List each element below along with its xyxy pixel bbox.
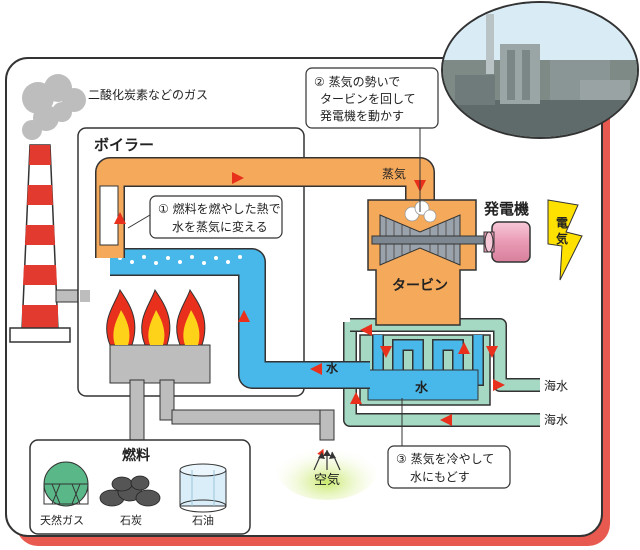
coal-icon — [99, 475, 161, 507]
svg-text:水にもどす: 水にもどす — [410, 470, 470, 484]
fuel-oil-label: 石油 — [192, 513, 214, 527]
burner-flames — [106, 288, 206, 346]
generator — [483, 221, 531, 263]
condenser-water-label: 水 — [415, 380, 429, 396]
gas-tank-icon — [43, 461, 89, 507]
steam-label: 蒸気 — [382, 166, 406, 181]
turbine-housing — [367, 199, 493, 326]
bolt-icon — [547, 199, 583, 281]
turbine-label: タービン — [392, 278, 448, 294]
step1-callout: ① 燃料を燃やした熱で 水を蒸気に変える — [127, 195, 283, 239]
electricity-label-2: 気 — [556, 231, 568, 246]
svg-text:③ 蒸気を冷やして: ③ 蒸気を冷やして — [396, 451, 494, 466]
chimney — [9, 144, 81, 343]
electricity-label-1: 電 — [556, 216, 568, 230]
svg-text:発電機を動かす: 発電機を動かす — [320, 108, 404, 123]
steam-puff — [404, 200, 437, 223]
seawater-in-label: 海水 — [544, 412, 568, 427]
svg-text:水を蒸気に変える: 水を蒸気に変える — [172, 219, 268, 234]
step3-callout: ③ 蒸気を冷やして 水にもどす — [387, 398, 511, 489]
boiler-label: ボイラー — [94, 136, 154, 154]
generator-label: 発電機 — [483, 200, 529, 218]
fuel-gas-label: 天然ガス — [40, 513, 84, 527]
svg-text:タービンを回して: タービンを回して — [320, 92, 416, 106]
seawater-out-label: 海水 — [544, 378, 568, 393]
exhaust-label: 二酸化炭素などのガス — [88, 87, 208, 102]
water-pipe-label: 水 — [326, 360, 339, 375]
svg-text:① 燃料を燃やした熱で: ① 燃料を燃やした熱で — [158, 201, 281, 216]
fuel-title: 燃料 — [122, 447, 150, 464]
air-label: 空気 — [314, 472, 340, 488]
svg-text:② 蒸気の勢いで: ② 蒸気の勢いで — [314, 74, 400, 89]
smoke-cloud — [22, 74, 86, 140]
fuel-coal-label: 石炭 — [120, 514, 142, 527]
flow-arrows — [114, 172, 505, 426]
oil-tank-icon — [179, 463, 227, 513]
step2-callout: ② 蒸気の勢いで タービンを回して 発電機を動かす — [305, 67, 439, 212]
air-intake — [277, 440, 377, 500]
